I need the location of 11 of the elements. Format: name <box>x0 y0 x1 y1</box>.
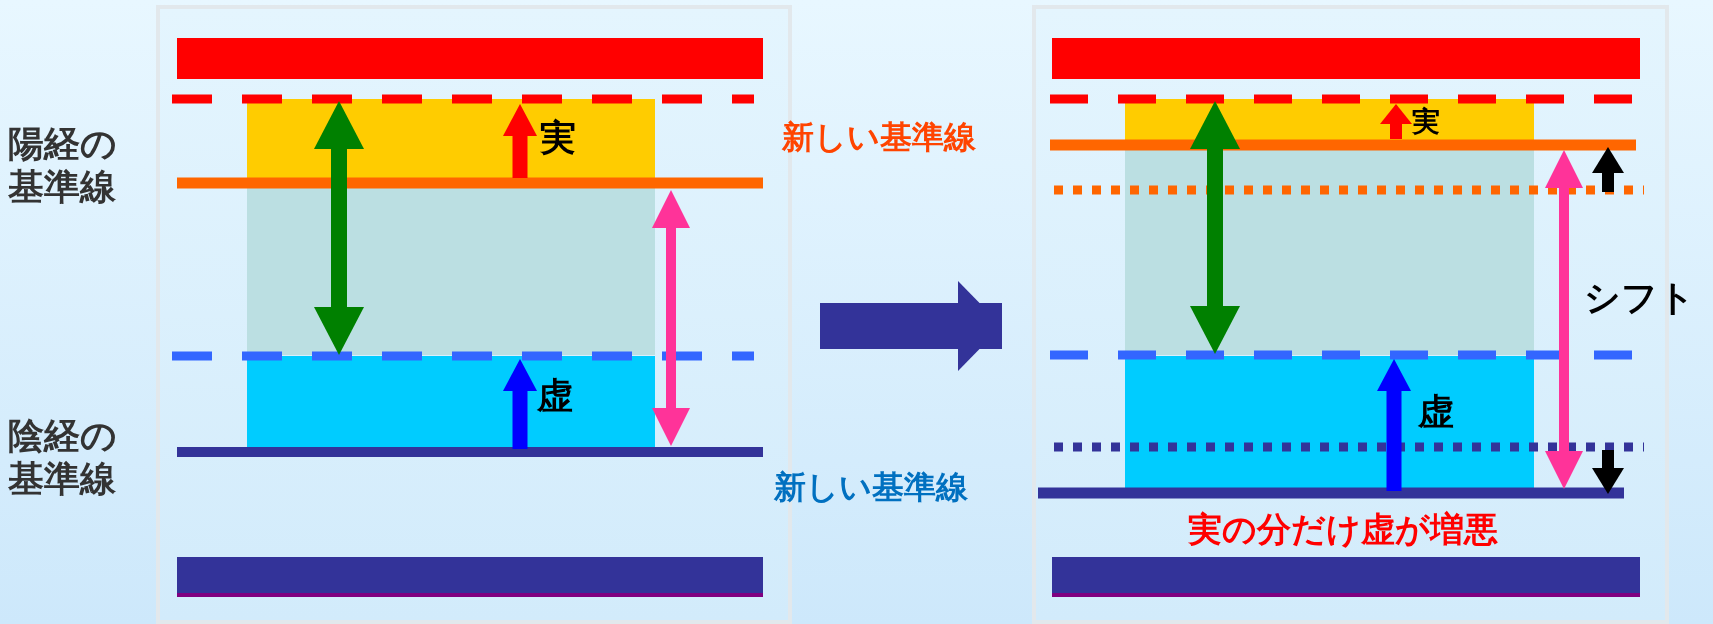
block-arrow <box>820 281 1002 371</box>
band-label: 虚 <box>537 374 573 418</box>
baseline-label: 新しい基準線 <box>774 468 968 507</box>
side-label: 陽経の基準線 <box>8 122 118 209</box>
baseline-label: 新しい基準線 <box>782 118 976 157</box>
side-label: 陰経の基準線 <box>8 414 118 501</box>
shift-label: シフト <box>1584 276 1695 320</box>
band-label: 実 <box>1412 105 1440 139</box>
band-label: 虚 <box>1418 390 1454 434</box>
band-label: 実 <box>540 116 576 160</box>
note-text: 実の分だけ虚が増悪 <box>1188 509 1498 550</box>
